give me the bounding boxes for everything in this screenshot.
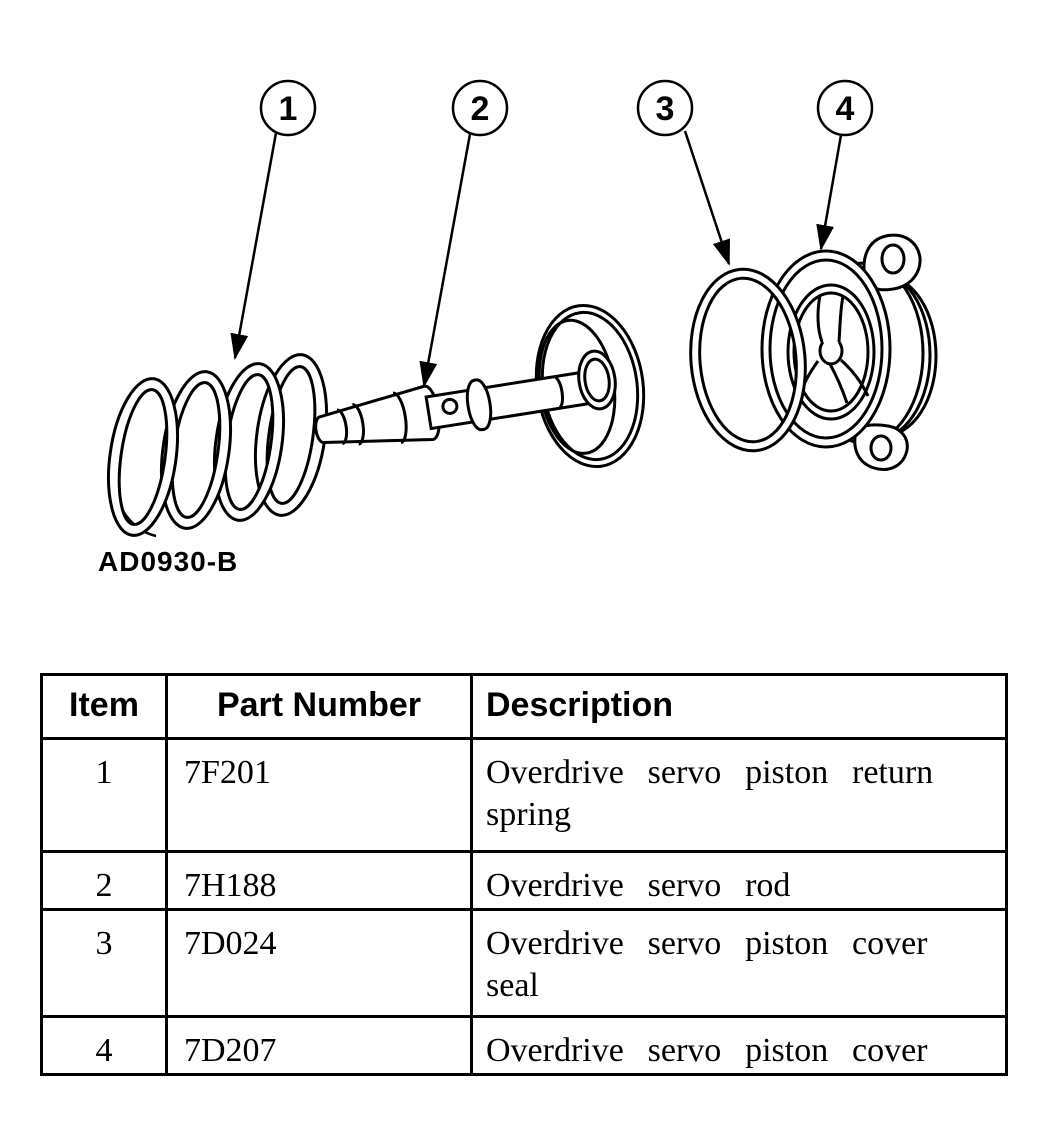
header-row: Item Part Number Description (40, 673, 1008, 740)
part-number-cell: 7H188 (165, 850, 473, 911)
leader-line-4 (816, 134, 843, 251)
item-cell: 2 (40, 850, 168, 911)
leader-line-1 (230, 132, 278, 360)
figure-code-label: AD0930-B (98, 546, 238, 577)
callout-1-number: 1 (279, 90, 298, 128)
item-cell: 1 (40, 737, 168, 853)
table-row: 2 7H188 Overdrive servo rod (40, 850, 1008, 911)
callout-3-number: 3 (656, 90, 675, 128)
rod-cross-hole (441, 397, 459, 415)
cover-spokes (798, 294, 870, 404)
callout-3: 3 (636, 79, 694, 137)
part-number-cell: 7D024 (165, 908, 473, 1018)
table-row: 4 7D207 Overdrive servo piston cover (40, 1015, 1008, 1076)
callout-4-number: 4 (836, 90, 855, 128)
part-number-cell: 7F201 (165, 737, 473, 853)
table-row: 1 7F201 Overdrive servo piston return sp… (40, 737, 1008, 853)
col-header-item: Item (40, 673, 168, 740)
leader-line-3 (683, 130, 731, 266)
cover-illustration (760, 233, 938, 471)
parts-table-header: Item Part Number Description (40, 673, 1008, 740)
cover-top-ear-hole (880, 243, 906, 275)
rod-collar (465, 378, 493, 432)
table-row: 3 7D024 Overdrive servo piston cover sea… (40, 908, 1008, 1018)
col-header-part-number: Part Number (165, 673, 473, 740)
callout-1: 1 (259, 79, 317, 137)
col-header-description: Description (470, 673, 1008, 740)
part-number-cell: 7D207 (165, 1015, 473, 1076)
parts-table: Item Part Number Description 1 7F201 Ove… (40, 673, 1008, 1076)
parts-table-body: 1 7F201 Overdrive servo piston return sp… (40, 737, 1008, 1076)
callout-2: 2 (451, 79, 509, 137)
exploded-view-diagram: 1 2 3 4 AD0930-B (98, 79, 938, 577)
callout-4: 4 (816, 79, 874, 137)
callout-2-number: 2 (471, 90, 490, 128)
piston-hub (577, 349, 617, 411)
cover-bottom-ear-hole (869, 434, 893, 462)
leader-line-2 (419, 133, 472, 388)
description-cell: Overdrive servo piston cover seal (470, 908, 1008, 1018)
item-cell: 4 (40, 1015, 168, 1076)
description-cell: Overdrive servo piston cover (470, 1015, 1008, 1076)
spring-illustration (107, 353, 328, 538)
item-cell: 3 (40, 908, 168, 1018)
seal-illustration (689, 267, 807, 453)
description-cell: Overdrive servo piston return spring (470, 737, 1008, 853)
description-cell: Overdrive servo rod (470, 850, 1008, 911)
